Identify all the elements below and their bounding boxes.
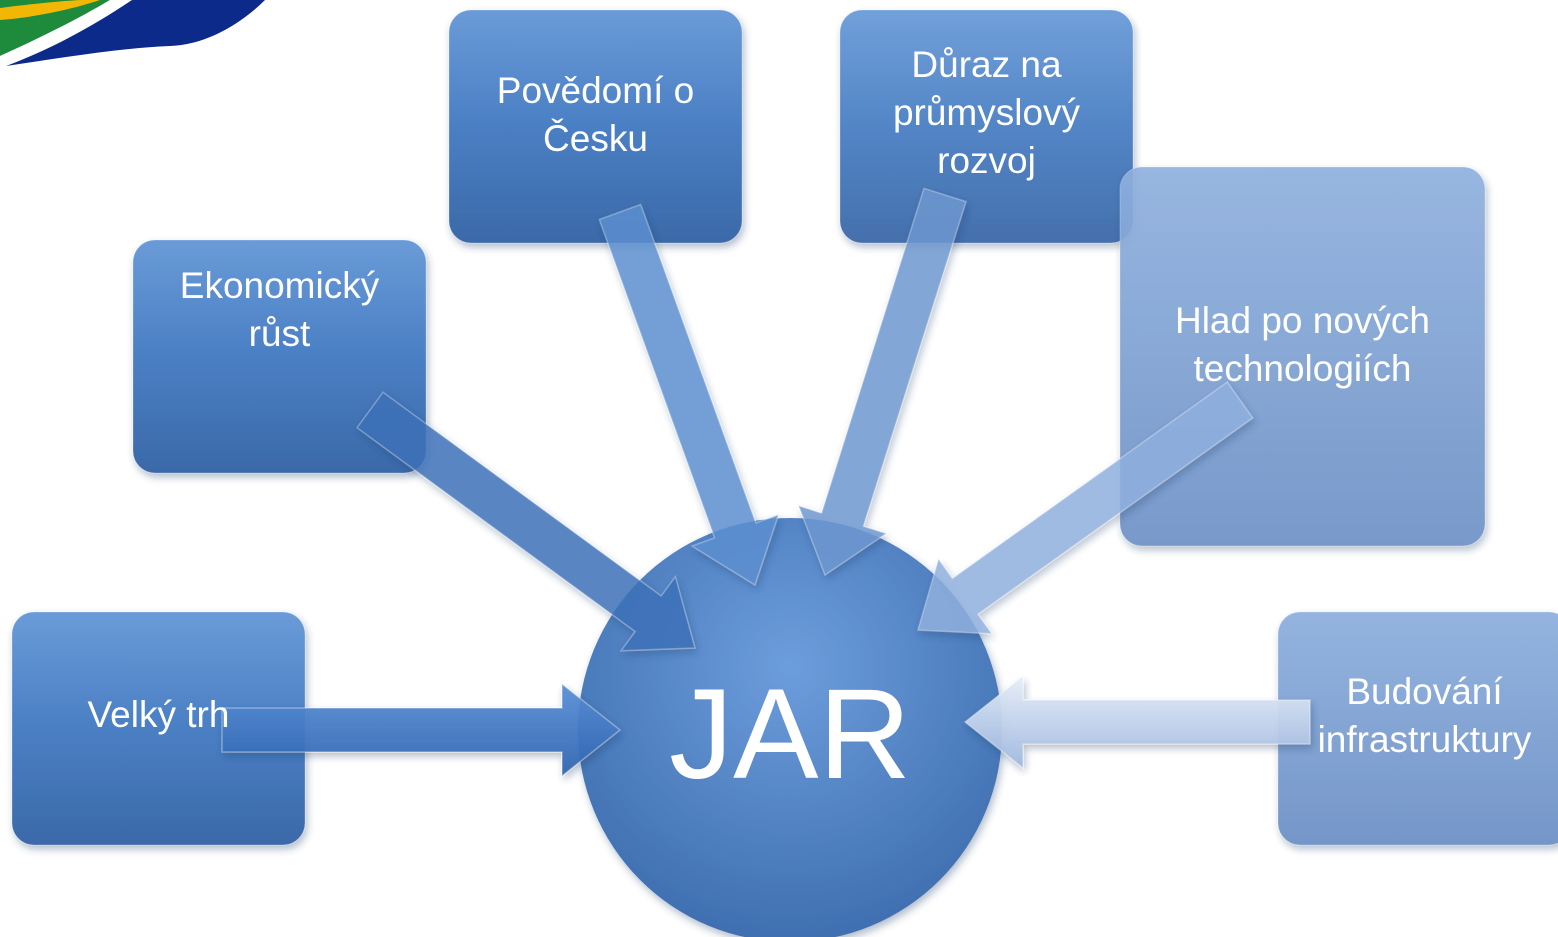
factor-label-line: růst [249, 313, 311, 354]
arrow-hlad-po-technologiich [917, 381, 1254, 635]
factor-label-line: Budování [1346, 671, 1503, 712]
factor-box-hlad-po-novych-technologiich [1119, 166, 1486, 547]
arrow-povedomi-o-cesku [598, 203, 780, 587]
factor-box-povedomi-o-cesku [448, 9, 743, 244]
factor-label-budovani-infrastruktury: Budování infrastruktury [1318, 671, 1532, 760]
factor-label-line: Hlad po nových [1175, 300, 1430, 341]
factor-label-velky-trh: Velký trh [88, 694, 230, 735]
factor-label-ekonomicky-rust: Ekonomický růst [180, 265, 380, 354]
factor-box-ekonomicky-rust [132, 239, 427, 474]
factor-label-line: technologiích [1193, 348, 1411, 389]
arrow-ekonomicky-rust [355, 391, 696, 652]
factor-box-duraz-na-prumyslovy-rozvoj [839, 9, 1134, 244]
factor-label-line: Důraz na [911, 44, 1062, 85]
arrow-velky-trh [221, 682, 622, 778]
flag-swoosh-logo [0, 0, 265, 66]
factor-label-line: infrastruktury [1318, 719, 1532, 760]
factor-label-line: Česku [543, 118, 648, 159]
factor-label-hlad-po-novych-technologiich: Hlad po nových technologiích [1175, 300, 1430, 389]
arrow-budovani [963, 674, 1311, 770]
factor-label-line: Povědomí o [497, 70, 694, 111]
factor-label-line: průmyslový [893, 92, 1081, 133]
factor-label-line: rozvoj [937, 140, 1036, 181]
center-label: JAR [669, 663, 911, 806]
arrow-duraz-na-prumyslovy [797, 187, 967, 577]
factor-label-povedomi-o-cesku: Povědomí o Česku [497, 70, 694, 159]
factor-label-line: Velký trh [88, 694, 230, 735]
factor-label-duraz-na-prumyslovy-rozvoj: Důraz na průmyslový rozvoj [893, 44, 1081, 181]
factor-label-line: Ekonomický [180, 265, 380, 306]
